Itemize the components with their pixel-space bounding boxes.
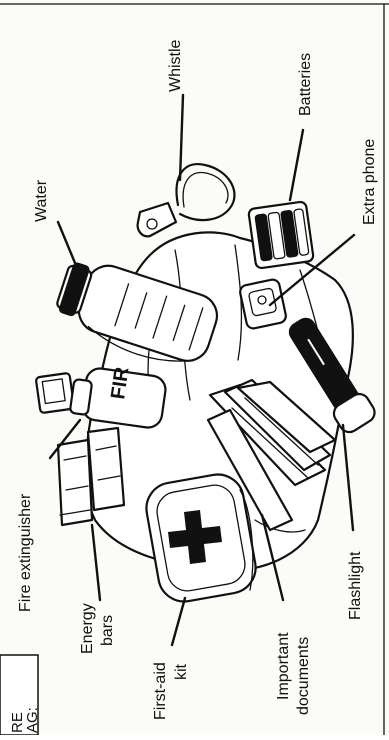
label-important-documents-line-2: documents xyxy=(295,637,312,715)
label-energy-bars-line-1: Energy xyxy=(79,603,96,654)
corner-tag-box: RE AG: xyxy=(0,655,41,735)
whistle-item xyxy=(138,164,235,236)
label-water: Water xyxy=(33,179,50,222)
label-flashlight: Flashlight xyxy=(347,551,364,620)
first-aid-kit-item xyxy=(142,470,259,605)
label-extra-phone: Extra phone xyxy=(361,139,378,225)
label-first-aid-kit-line-1: First-aid xyxy=(152,662,169,720)
extinguisher-print: FIR xyxy=(107,365,133,401)
first-aid-kit-leader xyxy=(172,598,185,645)
whistle-leader xyxy=(180,95,183,180)
fire-extinguisher-item: FIR xyxy=(36,365,168,429)
label-batteries: Batteries xyxy=(297,53,314,116)
label-energy-bars-line-2: bars xyxy=(99,615,116,646)
flashlight-leader xyxy=(343,425,353,530)
label-important-documents-line-1: Important xyxy=(275,632,292,700)
batteries-leader xyxy=(290,130,303,200)
label-first-aid-kit-line-2: kit xyxy=(173,663,190,680)
extra-phone-item xyxy=(239,278,287,329)
label-whistle: Whistle xyxy=(167,39,184,92)
corner-tag-line-2: AG: xyxy=(24,707,41,733)
label-fire-extinguisher: Fire extinguisher xyxy=(17,493,34,612)
batteries-item xyxy=(248,201,314,268)
energy-bars-leader xyxy=(92,525,100,600)
